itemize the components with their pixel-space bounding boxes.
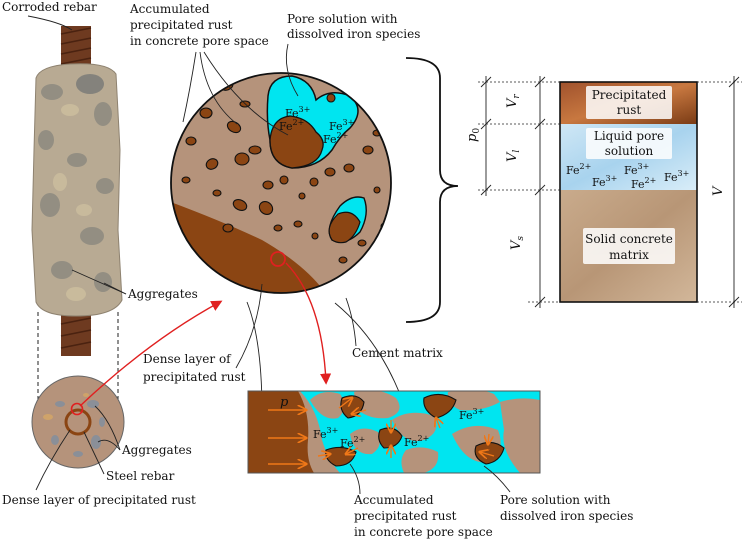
ions-strip: Fe3+ Fe2+ Fe2+ Fe3+ (313, 407, 484, 450)
label-accumulated-1: Accumulated (129, 2, 210, 16)
label-accumulated-2: precipitated rust (130, 18, 233, 32)
phase-mid-label-2: solution (605, 144, 654, 158)
leader-corroded-rebar (27, 15, 73, 31)
vs-symbol: Vs (509, 236, 526, 250)
label-b-accumulated-3: in concrete pore space (354, 525, 493, 539)
zoom-marker-small (70, 402, 84, 416)
vl-symbol: Vl (505, 150, 522, 162)
leader-b-accumulated (349, 463, 361, 495)
pressure-symbol: p (280, 395, 289, 410)
connector-right (334, 302, 404, 403)
leader-dense-layer-full (35, 429, 71, 491)
leader-steel-rebar (83, 431, 105, 475)
label-accumulated-3: in concrete pore space (130, 34, 269, 48)
leader-accumulated-3 (203, 51, 289, 136)
phase-bottom-label-1: Solid concrete (585, 232, 673, 246)
rust-in-pore-small (328, 211, 361, 244)
concrete-specimen (31, 63, 123, 317)
steel-rebar-ring (64, 408, 92, 436)
zoom-arrow-2 (285, 262, 332, 385)
v-symbol: V (711, 185, 726, 196)
p0-symbol: p0 (465, 128, 482, 142)
label-dense-layer-full: Dense layer of precipitated rust (2, 493, 196, 507)
leader-aggregates-2 (103, 282, 127, 295)
label-dense-layer-2: precipitated rust (143, 370, 246, 384)
zoom-arrow-1 (79, 300, 223, 407)
svg-text:Fe2+: Fe2+ (279, 118, 304, 133)
label-b-accumulated-1: Accumulated (353, 493, 434, 507)
svg-text:Fe3+: Fe3+ (285, 105, 310, 120)
svg-text:Fe3+: Fe3+ (624, 162, 649, 177)
label-pore-solution-2: dissolved iron species (287, 27, 420, 41)
leader-accumulated-1 (182, 51, 197, 123)
magnified-circle (170, 72, 392, 294)
phase-top-label-1: Precipitated (592, 88, 667, 102)
phase-diagram (559, 81, 698, 303)
ions-phase: Fe2+ Fe3+ Fe3+ Fe2+ Fe3+ (566, 162, 689, 191)
strip-dense-rust (248, 391, 314, 473)
svg-text:Fe2+: Fe2+ (404, 434, 429, 449)
svg-text:Fe2+: Fe2+ (340, 435, 365, 450)
zoom-marker-large (270, 251, 286, 267)
leader-aggregates-bottom-2 (94, 405, 121, 451)
label-pore-solution-1: Pore solution with (287, 12, 398, 26)
label-aggregates-bottom: Aggregates (121, 443, 192, 457)
leader-dense-layer (235, 283, 263, 369)
svg-text:Fe2+: Fe2+ (631, 176, 656, 191)
cross-section (31, 375, 125, 469)
dimension-lines (478, 76, 742, 308)
svg-text:Fe3+: Fe3+ (664, 169, 689, 184)
label-dense-layer-1: Dense layer of (143, 352, 232, 366)
leader-b-pore (483, 465, 511, 493)
label-b-pore-2: dissolved iron species (500, 509, 633, 523)
label-steel-rebar: Steel rebar (106, 469, 175, 483)
label-corroded-rebar: Corroded rebar (2, 0, 97, 14)
label-aggregates-top: Aggregates (127, 287, 198, 301)
label-b-accumulated-2: precipitated rust (354, 509, 457, 523)
svg-text:Fe3+: Fe3+ (459, 407, 484, 422)
label-b-pore-1: Pore solution with (500, 493, 611, 507)
phase-mid-label-1: Liquid pore (594, 129, 664, 143)
leader-cement-matrix (345, 297, 357, 347)
leader-accumulated-2 (199, 51, 238, 125)
rust-in-pore (269, 115, 324, 169)
p0-brace (405, 57, 459, 323)
vr-symbol: Vr (505, 94, 522, 108)
label-cement-matrix: Cement matrix (352, 346, 443, 360)
leader-pore-solution (285, 43, 299, 97)
phase-top-label-2: rust (617, 103, 642, 117)
svg-text:Fe3+: Fe3+ (592, 174, 617, 189)
svg-text:Fe2+: Fe2+ (566, 162, 591, 177)
svg-text:Fe3+: Fe3+ (313, 426, 338, 441)
specimen-photo (31, 26, 123, 356)
leader-aggregates-bottom-1 (97, 439, 121, 451)
svg-text:Fe3+: Fe3+ (329, 118, 354, 133)
phase-bottom-label-2: matrix (609, 248, 649, 262)
ions-big-circle: Fe3+ Fe2+ Fe3+ Fe2+ (279, 105, 354, 146)
svg-text:Fe2+: Fe2+ (323, 131, 348, 146)
micro-strip (247, 390, 541, 474)
